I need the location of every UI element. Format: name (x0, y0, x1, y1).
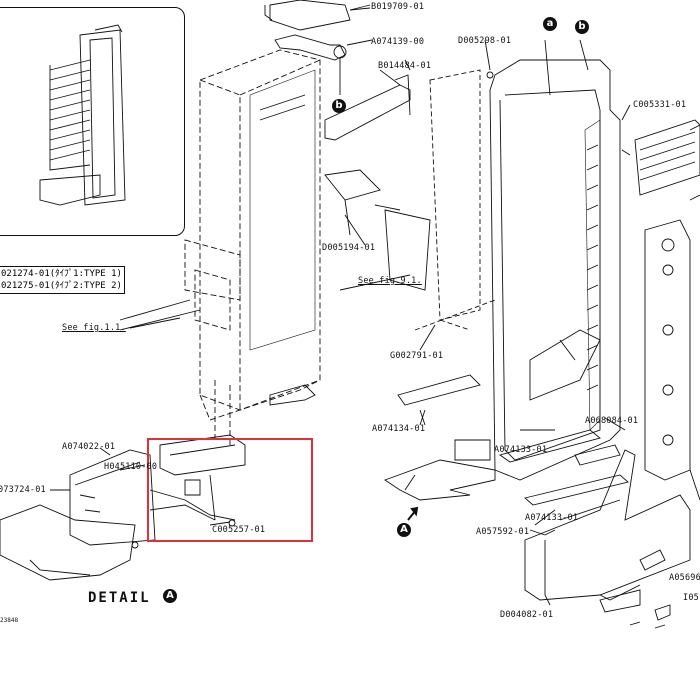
highlight-box (147, 438, 313, 542)
detail-marker-icon: A (163, 589, 178, 603)
label-P073724: 073724-01 (0, 485, 46, 495)
label-I05: I05 (683, 593, 699, 603)
label-A074139: A074139-00 (371, 37, 425, 47)
label-B019709: B019709-01 (371, 2, 425, 12)
label-C005257: C005257-01 (212, 525, 266, 535)
ref-fig-1-1: See fig.1.1. (62, 323, 126, 333)
label-A074133a: A074133-01 (494, 445, 548, 455)
callout-A-right: A (397, 523, 411, 537)
arrow-A-icon (407, 506, 419, 521)
label-A05696: A05696 (669, 573, 700, 583)
inset-tray-assembly (39, 24, 126, 206)
label-A074022: A074022-01 (62, 442, 116, 452)
part-C005331 (621, 119, 700, 196)
label-G002791: G002791-01 (390, 351, 444, 361)
doc-id: 23848 (0, 617, 19, 624)
label-C005331: C005331-01 (633, 100, 687, 110)
label-A074134: A074134-01 (372, 424, 426, 434)
main-frame-tower (184, 49, 321, 445)
callout-b-mid: b (332, 99, 346, 113)
inset-frame (0, 7, 185, 236)
label-A057592: A057592-01 (476, 527, 530, 537)
part-B014484 (324, 69, 411, 141)
part-C005257 (149, 434, 246, 527)
part-D005194 (324, 169, 431, 291)
detail-label: DETAIL A (88, 589, 178, 606)
label-H045110: H045110-00 (104, 462, 158, 472)
part-G002791 (414, 69, 496, 331)
part-gear-strip (644, 194, 700, 501)
callout-a: a (543, 17, 557, 31)
part-D004082 (524, 449, 691, 601)
type-line-1: 021274-01(ﾀｲﾌﾟ1:TYPE 1) (1, 269, 122, 279)
label-A074133b: A074133-01 (525, 513, 579, 523)
part-guide-A (384, 439, 496, 501)
type-line-2: 021275-01(ﾀｲﾌﾟ2:TYPE 2) (1, 281, 122, 291)
type-variant-box: 021274-01(ﾀｲﾌﾟ1:TYPE 1) 021275-01(ﾀｲﾌﾟ2:… (0, 266, 125, 294)
part-D005298 (486, 39, 621, 481)
label-D004082: D004082-01 (500, 610, 554, 620)
label-D005194: D005194-01 (322, 243, 376, 253)
label-B014484: B014484-01 (378, 61, 432, 71)
part-A074139 (274, 34, 373, 95)
part-B019709 (264, 0, 371, 31)
ref-fig-9-1: See fig.9.1. (358, 276, 422, 286)
callout-b-top: b (575, 20, 589, 34)
detail-label-text: DETAIL (88, 590, 151, 606)
label-A068084: A068084-01 (585, 416, 639, 426)
label-D005298: D005298-01 (458, 36, 512, 46)
